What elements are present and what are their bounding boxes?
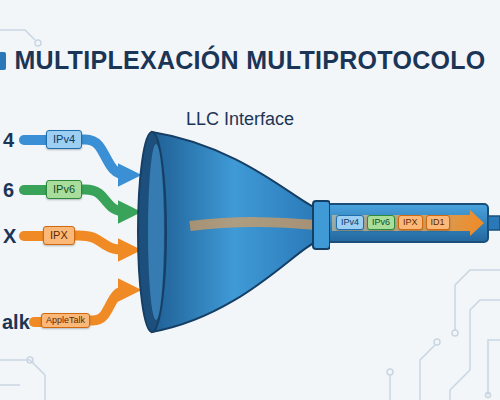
protocol-fragment: 6 (3, 179, 14, 201)
output-tube (326, 204, 500, 242)
circuit-lines-part (450, 300, 500, 400)
protocol-tag: AppleTalk (41, 313, 90, 328)
circuit-lines-part (486, 393, 491, 398)
circuit-lines-part (420, 345, 435, 400)
funnel-neck (313, 201, 330, 249)
protocol-name: IPv6 (372, 217, 390, 227)
circuit-lines-part (387, 369, 393, 375)
protocol-fragment: alk (2, 311, 30, 333)
llc-funnel: LLC Interface (130, 108, 330, 338)
protocol-tag: IPX (43, 226, 75, 245)
mux-tag: IPX (398, 215, 423, 230)
mux-tag: IPv6 (367, 215, 395, 230)
protocol-name: ID1 (431, 217, 445, 227)
protocol-flow-arrow (82, 190, 132, 213)
mux-tag: ID1 (426, 215, 450, 230)
circuit-lines-part (0, 384, 20, 386)
output-tube-part (332, 210, 484, 236)
input-lead-ins-part (24, 185, 46, 195)
funnel-shape (130, 108, 330, 338)
circuit-lines-part (35, 40, 41, 46)
output-tube-part (326, 204, 488, 242)
circuit-lines (0, 30, 500, 400)
protocol-name: IPv4 (341, 217, 359, 227)
protocol-name: IPX (50, 229, 68, 241)
protocol-name: AppleTalk (46, 315, 85, 325)
protocol-name: IPX (403, 217, 418, 227)
title: MULTIPLEXACIÓN MULTIPROTOCOLO (0, 46, 500, 75)
funnel-mouth (138, 132, 166, 332)
funnel-mouth-inner (148, 144, 164, 320)
protocol-tag: IPv4 (46, 130, 82, 149)
protocol-fragment: 4 (3, 129, 14, 151)
protocol-tag: IPv6 (46, 180, 82, 199)
funnel-flow (190, 222, 316, 226)
circuit-lines-part (0, 360, 45, 400)
circuit-lines-part (488, 340, 500, 395)
title-icon-part (0, 52, 6, 70)
protocol-flow-arrow (75, 236, 132, 251)
mux-tag: IPv4 (336, 215, 364, 230)
circuit-lines-part (0, 30, 35, 40)
circuit-lines-part (27, 357, 33, 363)
output-tube-part (488, 216, 500, 230)
protocol-name: IPv6 (53, 183, 75, 195)
circuit-lines-part (434, 339, 440, 345)
protocol-flow-arrow (90, 290, 132, 321)
input-lead-ins-part (34, 317, 41, 327)
funnel-cone (152, 132, 316, 332)
protocol-fragment: X (3, 225, 16, 247)
protocol-name: IPv4 (53, 133, 75, 145)
protocol-flow-arrow (82, 140, 132, 176)
circuit-lines-part (452, 330, 458, 336)
title-icon (0, 52, 6, 70)
interface-label: LLC Interface (130, 108, 330, 130)
input-lead-ins-part (24, 231, 43, 241)
input-lead-ins-part (24, 135, 46, 145)
circuit-lines-part (389, 375, 391, 400)
